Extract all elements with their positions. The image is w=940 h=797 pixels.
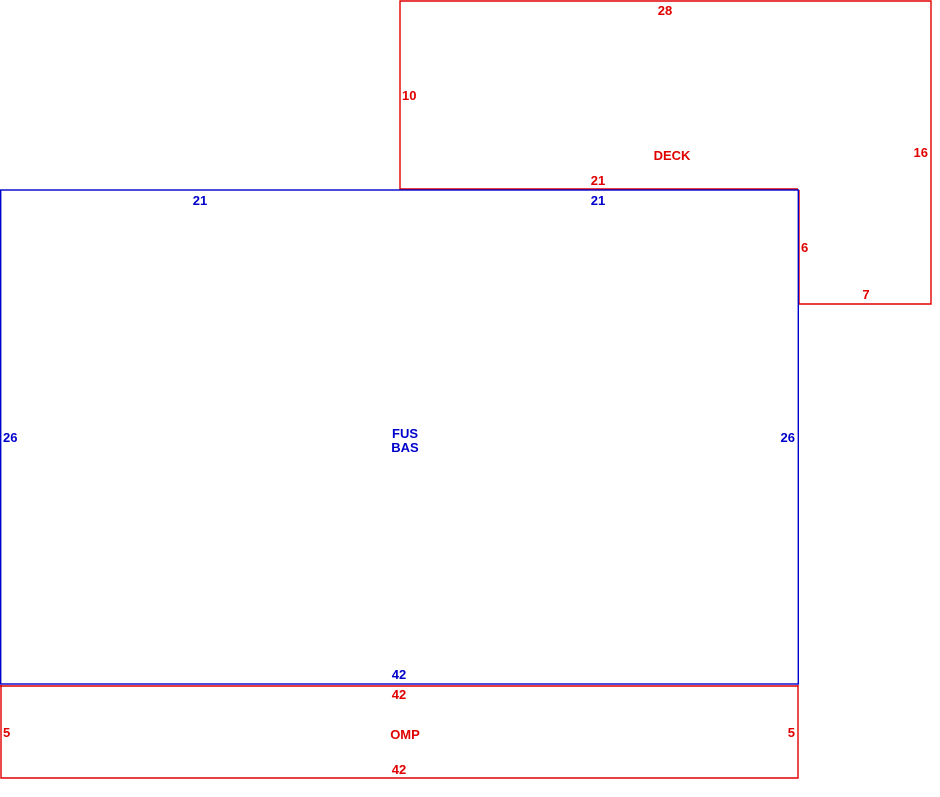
main-room-top-left-dimension: 21: [193, 193, 207, 208]
omp-name-label: OMP: [390, 727, 420, 742]
main-room-top-right-dimension: 21: [591, 193, 605, 208]
deck-bottom-attached-dimension: 21: [591, 173, 605, 188]
deck-area[interactable]: DECK 28 10 16 21 6 7: [399, 0, 932, 305]
deck-bottom-step-dimension: 7: [862, 287, 869, 302]
deck-right-lower-dimension: 6: [801, 240, 808, 255]
omp-left-dimension: 5: [3, 725, 10, 740]
main-room-left-dimension: 26: [3, 430, 17, 445]
main-room-name-line1: FUS: [392, 426, 418, 441]
deck-outline[interactable]: [399, 0, 932, 305]
main-room-bottom-dimension: 42: [392, 667, 406, 682]
main-room-right-dimension: 26: [781, 430, 795, 445]
main-room-outline[interactable]: [0, 189, 799, 685]
deck-name-label: DECK: [654, 148, 691, 163]
omp-bottom-dimension: 42: [392, 762, 406, 777]
omp-outline[interactable]: [0, 685, 799, 779]
omp-area[interactable]: OMP 42 5 5 42: [0, 685, 799, 779]
deck-left-dimension: 10: [402, 88, 416, 103]
deck-right-dimension: 16: [914, 145, 928, 160]
omp-top-dimension: 42: [392, 687, 406, 702]
deck-top-dimension: 28: [658, 3, 672, 18]
omp-right-dimension: 5: [788, 725, 795, 740]
main-room-name-line2: BAS: [391, 440, 419, 455]
main-room-area[interactable]: FUS BAS 21 21 26 26 42: [0, 189, 799, 685]
